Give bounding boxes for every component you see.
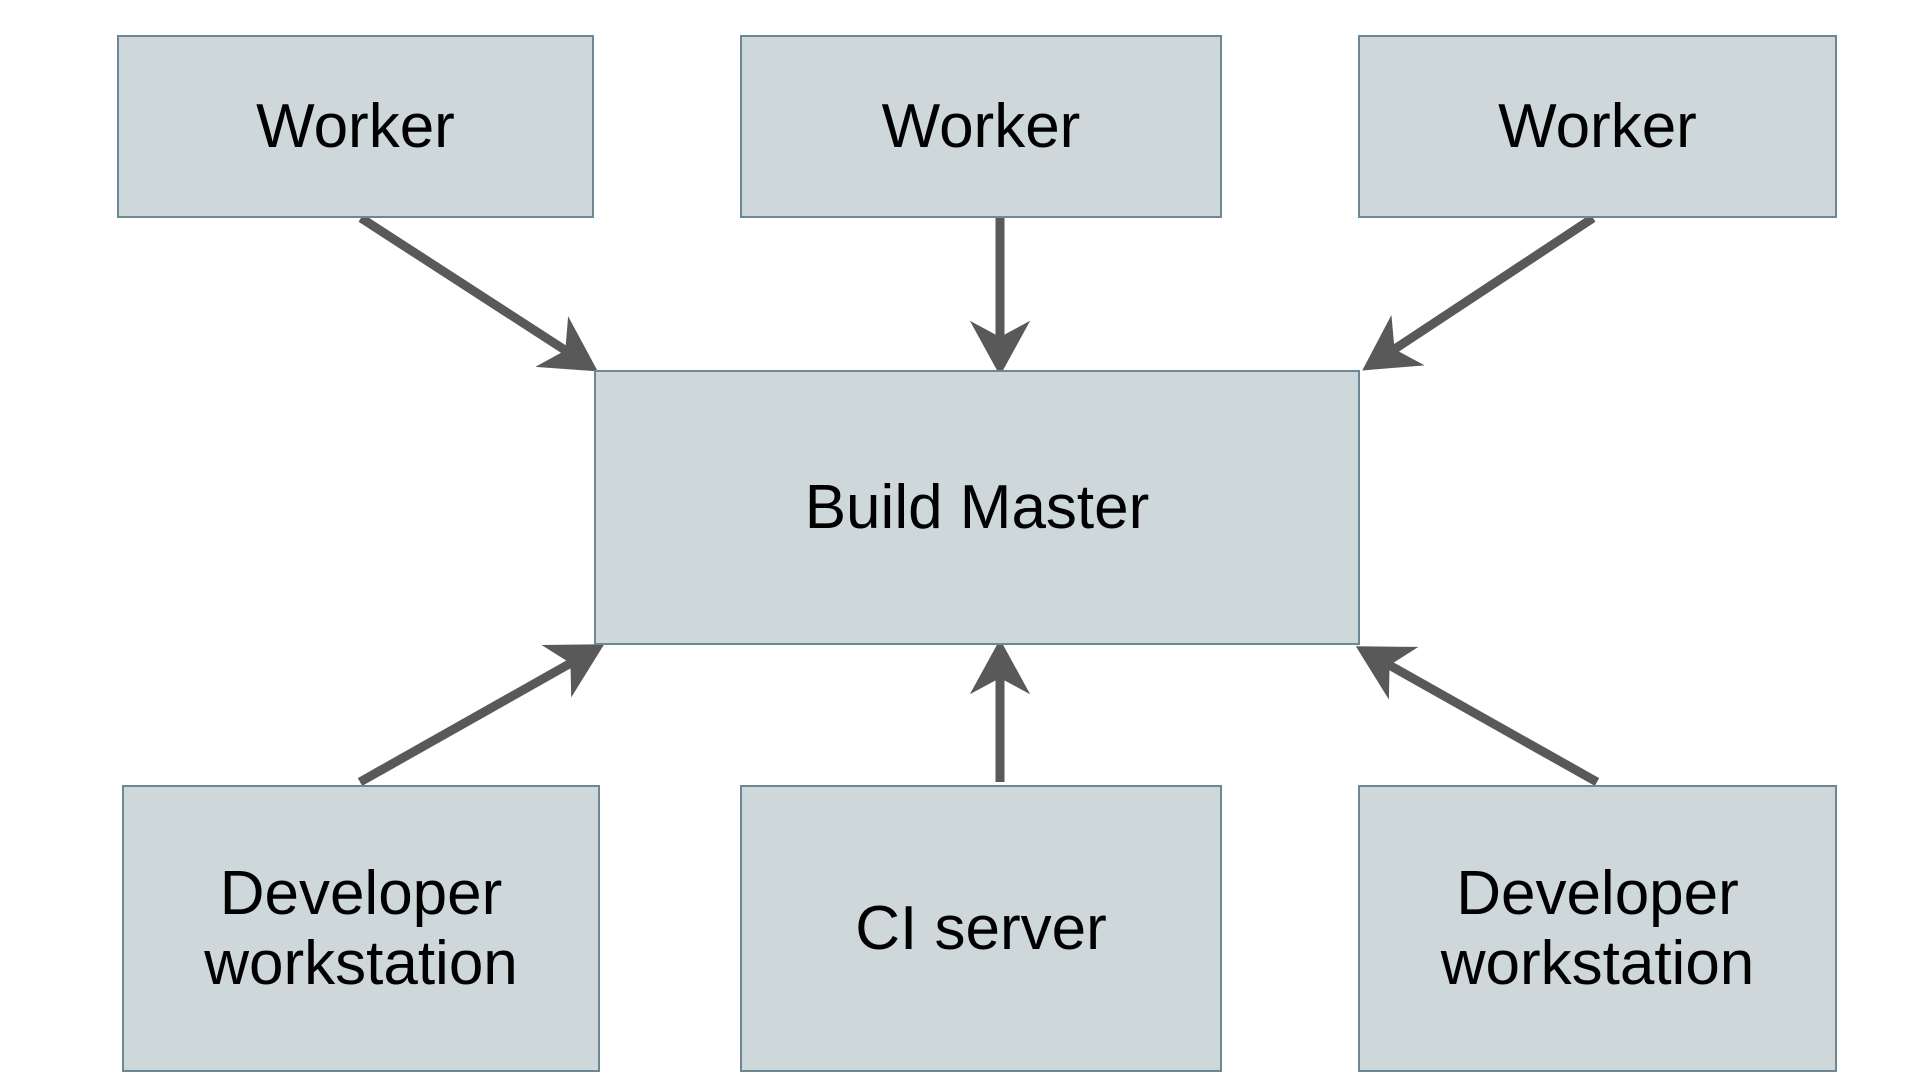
node-worker-3[interactable]: Worker — [1358, 35, 1837, 218]
node-dev-workstation-1[interactable]: Developer workstation — [122, 785, 600, 1072]
edge-dev-workstation-2-to-build-master — [1355, 646, 1600, 786]
node-worker-2[interactable]: Worker — [740, 35, 1222, 218]
node-dev-workstation-2[interactable]: Developer workstation — [1358, 785, 1837, 1072]
node-dev-workstation-2-label: Developer workstation — [1440, 859, 1755, 998]
node-build-master[interactable]: Build Master — [594, 370, 1360, 645]
node-worker-1[interactable]: Worker — [117, 35, 594, 218]
edge-dev-workstation-1-to-build-master — [357, 644, 605, 786]
node-dev-workstation-1-label: Developer workstation — [204, 859, 518, 998]
node-worker-3-label: Worker — [1498, 91, 1697, 161]
edge-worker-1-to-build-master — [358, 214, 598, 372]
node-ci-server-label: CI server — [855, 893, 1107, 963]
node-worker-2-label: Worker — [881, 91, 1081, 161]
node-worker-1-label: Worker — [256, 91, 455, 161]
edge-worker-3-to-build-master — [1362, 214, 1596, 371]
node-build-master-label: Build Master — [804, 472, 1150, 542]
node-ci-server[interactable]: CI server — [740, 785, 1222, 1072]
